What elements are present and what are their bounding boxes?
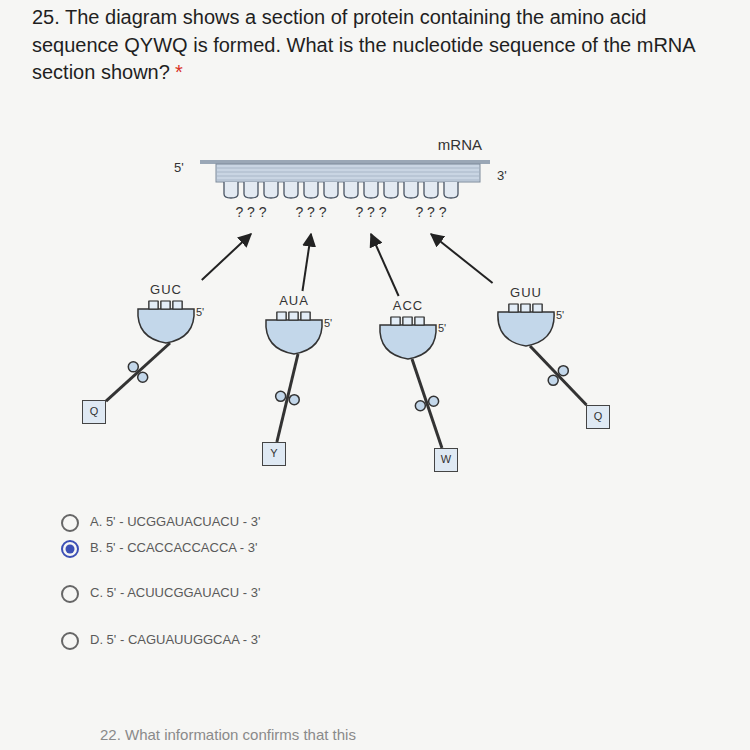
stem-loop bbox=[128, 362, 138, 372]
end-label: 5' bbox=[324, 317, 332, 329]
answer-option: B. 5' - CCACCACCACCA - 3' bbox=[90, 540, 258, 555]
stem-loop bbox=[548, 375, 558, 385]
mrna-strand: mRNA? ? ?? ? ?? ? ?? ? ? bbox=[200, 160, 490, 232]
anticodon: GUC bbox=[130, 282, 202, 297]
trna-molecule: AUA 5' bbox=[258, 293, 338, 355]
answer-option: C. 5' - ACUUCGGAUACU - 3' bbox=[90, 585, 260, 600]
stem-loop bbox=[415, 401, 425, 411]
binding-arrow bbox=[302, 234, 311, 291]
binding-arrow bbox=[202, 234, 251, 280]
required-mark: * bbox=[175, 61, 183, 83]
end-label: 5' bbox=[174, 160, 184, 175]
radio-button bbox=[62, 633, 78, 649]
radio-button bbox=[62, 586, 78, 602]
binding-arrow bbox=[431, 234, 493, 283]
trna-molecule: GUC 5' bbox=[130, 282, 210, 344]
amino-acid-box: Q bbox=[82, 400, 106, 424]
amino-acid-box: Q bbox=[586, 405, 610, 429]
answer-option: A. 5' - UCGGAUACUACU - 3' bbox=[90, 514, 260, 529]
stem-loop bbox=[429, 396, 439, 406]
end-label: 5' bbox=[556, 309, 564, 321]
radio-dot bbox=[66, 545, 75, 554]
amino-acid-letter: Y bbox=[263, 443, 285, 464]
amino-acid-box: W bbox=[434, 448, 458, 472]
next-question: 22. What information confirms that this bbox=[100, 726, 356, 743]
unknown-codon: ? ? ? bbox=[222, 204, 280, 220]
end-label: 3' bbox=[497, 168, 507, 183]
anticodon: GUU bbox=[490, 285, 562, 300]
amino-acid-letter: Q bbox=[587, 406, 609, 427]
trna-stem bbox=[530, 346, 587, 405]
trna-stem bbox=[277, 354, 298, 442]
end-label: 5' bbox=[438, 322, 446, 334]
answer-option: D. 5' - CAGUAUUGGCAA - 3' bbox=[90, 632, 260, 647]
mrna-label: mRNA bbox=[438, 136, 482, 153]
unknown-codon: ? ? ? bbox=[402, 204, 460, 220]
unknown-codon: ? ? ? bbox=[282, 204, 340, 220]
trna-stem bbox=[412, 359, 442, 448]
stem-loop bbox=[138, 372, 148, 382]
stem-loop bbox=[289, 395, 299, 405]
binding-arrow bbox=[371, 234, 399, 296]
mrna-band bbox=[200, 160, 490, 232]
question-title: 25. The diagram shows a section of prote… bbox=[32, 6, 695, 83]
anticodon: ACC bbox=[372, 298, 444, 313]
trna-stem bbox=[106, 343, 170, 401]
question-text: 25. The diagram shows a section of prote… bbox=[32, 4, 722, 87]
trna-molecule: ACC 5' bbox=[372, 298, 452, 360]
stem-loop bbox=[276, 391, 286, 401]
anticodon: AUA bbox=[258, 293, 330, 308]
amino-acid-box: Y bbox=[262, 442, 286, 466]
radio-button-selected bbox=[62, 541, 78, 557]
amino-acid-letter: W bbox=[435, 449, 457, 470]
radio-button bbox=[62, 515, 78, 531]
stem-loop bbox=[558, 366, 568, 376]
trna-molecule: GUU 5' bbox=[490, 285, 570, 347]
amino-acid-letter: Q bbox=[83, 401, 105, 422]
end-label: 5' bbox=[196, 306, 204, 318]
unknown-codon: ? ? ? bbox=[342, 204, 400, 220]
